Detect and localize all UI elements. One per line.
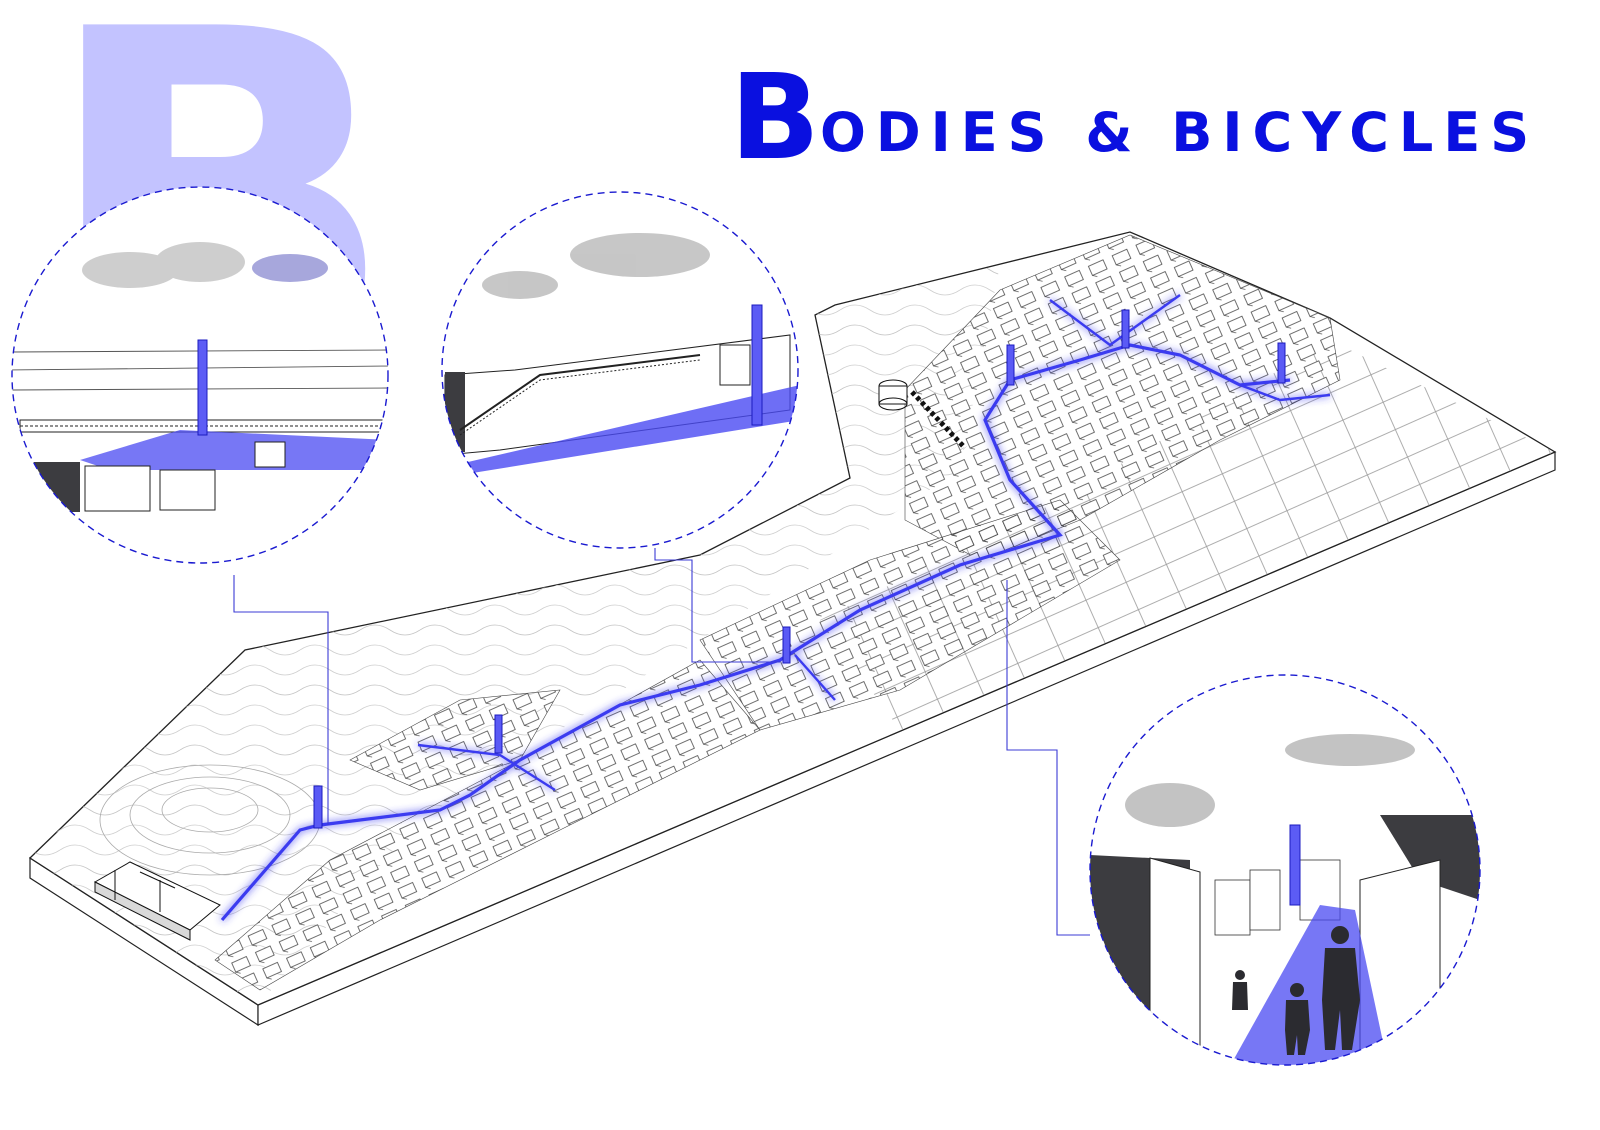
title-rest: ODIES & BICYCLES [819,101,1540,164]
site-model [28,231,1557,1027]
building-dark [1380,815,1480,900]
leader-lines [233,548,1090,936]
building [159,469,216,511]
route-tower [1121,309,1130,349]
street-grid [820,340,1555,730]
page-title: B ODIES & BICYCLES [730,47,1540,186]
callout-left-bridge-view [11,186,389,564]
building-dark [445,372,465,452]
highlighted-path [455,385,798,475]
topography-contours [30,265,1000,1005]
tower [1289,824,1301,906]
callout-ring [441,191,799,549]
route-towers [313,309,1286,829]
route-tower [782,626,791,664]
tower [751,304,763,426]
cloud-cluster [1125,734,1415,827]
leader-line-middle [654,548,780,663]
callout-ring [1089,674,1481,1066]
route-tower [1277,342,1286,384]
building [1149,857,1201,1065]
building [719,344,751,386]
school-building-complex [93,861,221,941]
leader-line-right [1006,580,1090,936]
hill-contours-core [161,787,259,833]
building-fabric-west [349,689,561,791]
water-tank [878,379,908,411]
leader-line-left [233,575,329,825]
ramp [459,354,701,431]
route-tower [1006,344,1015,386]
building [254,441,286,468]
callout-ring [11,186,389,564]
highlighted-path [80,430,388,470]
building-fabric-south [214,659,761,991]
pedestrian-silhouettes [1232,926,1360,1055]
building [84,465,151,512]
hill-contours-inner [129,776,291,854]
route-tower [494,714,503,754]
route-branch-west [417,743,556,792]
route-branch-central [794,654,836,701]
building-dark [30,462,80,512]
cloud-cluster [82,242,328,288]
callout-right-street-view [1089,674,1481,1066]
route-branch-north [1049,294,1181,347]
route-branch-east [1239,383,1331,402]
callout-middle-ramp-view [441,191,799,549]
stair-connection [910,390,967,450]
cloud-cluster [482,233,710,299]
title-initial: B [730,47,820,186]
route-tower [313,785,323,829]
tower [197,339,208,436]
